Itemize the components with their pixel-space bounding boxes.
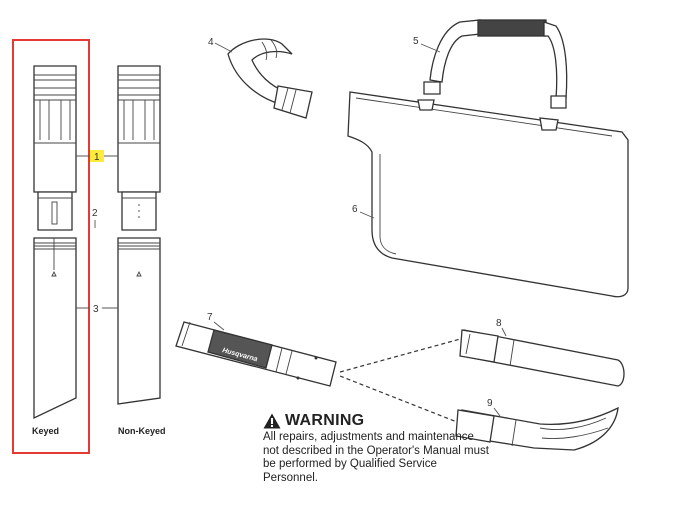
flat-nozzle-part[interactable] xyxy=(455,406,619,451)
callout-5: 5 xyxy=(413,36,419,47)
keyed-caption: Keyed xyxy=(32,426,59,436)
callout-7: 7 xyxy=(207,312,213,323)
callout-4: 4 xyxy=(208,37,214,48)
non-keyed-caption: Non-Keyed xyxy=(118,426,166,436)
callout-9: 9 xyxy=(487,398,493,409)
blower-tube-part[interactable]: Husqvarna xyxy=(175,321,337,387)
warning-notice: WARNING All repairs, adjustments and mai… xyxy=(263,412,493,485)
callout-3: 3 xyxy=(93,304,99,315)
round-nozzle-part[interactable] xyxy=(459,329,625,387)
callout-6: 6 xyxy=(352,204,358,215)
callout-1: 1 xyxy=(94,152,100,163)
keyed-tube-assembly[interactable] xyxy=(33,65,77,420)
keyed-highlight-box xyxy=(12,39,90,454)
callout-8: 8 xyxy=(496,318,502,329)
non-keyed-tube-assembly[interactable] xyxy=(117,65,161,405)
warning-triangle-icon xyxy=(263,413,281,429)
elbow-tube-part[interactable] xyxy=(227,38,313,119)
warning-title-text: WARNING xyxy=(285,412,365,429)
bag-strap-part[interactable] xyxy=(423,19,568,109)
collection-bag-part[interactable] xyxy=(347,91,629,298)
warning-title: WARNING xyxy=(263,412,493,430)
warning-body: All repairs, adjustments and maintenance… xyxy=(263,431,489,484)
callout-1-highlight xyxy=(90,150,104,162)
callout-2: 2 xyxy=(92,208,98,219)
